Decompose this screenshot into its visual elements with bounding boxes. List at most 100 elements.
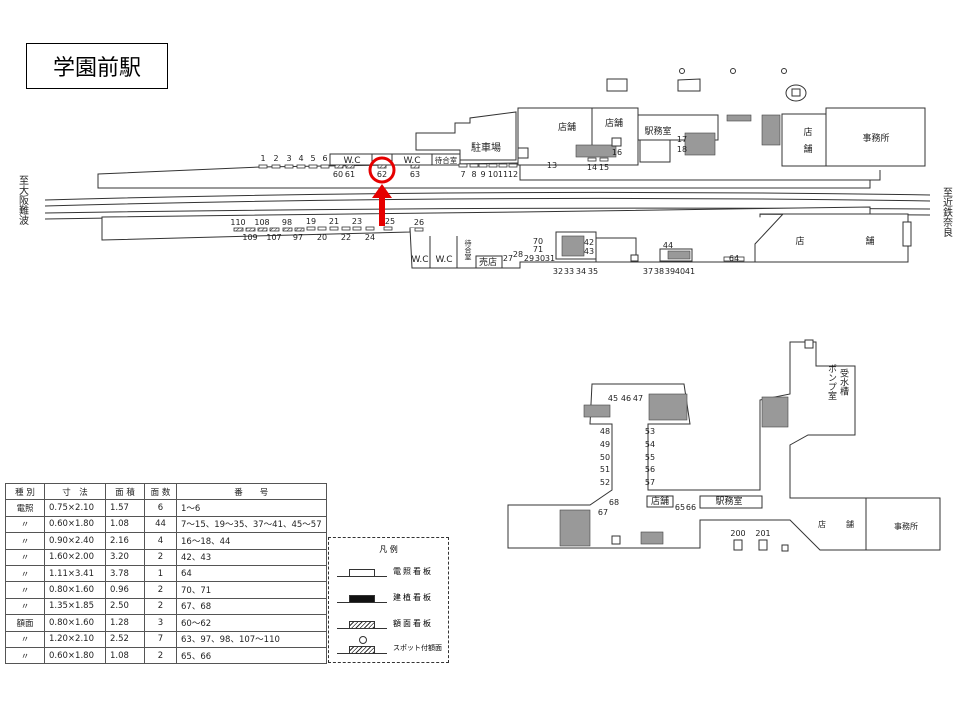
column-header: 面 数 (144, 482, 177, 501)
sign-numbers-concourse: 45 46 47 48 49 50 51 52 53 54 55 56 57 6… (598, 394, 771, 538)
table-cell: 63、97、98、107〜110 (176, 630, 327, 648)
legend: 凡 例 電照看板 建植看板 額面看板 スポット付額面 (328, 537, 449, 663)
spot-framed-sign-icon (337, 636, 387, 655)
column-header: 寸 法 (44, 482, 106, 501)
table-cell: 44 (144, 515, 177, 534)
sign-number: 29 (524, 254, 534, 263)
sign-number: 6 (322, 154, 327, 163)
sign-number: 30 (535, 254, 545, 263)
legend-title: 凡 例 (379, 545, 398, 554)
table-cell: 67、68 (176, 597, 327, 616)
sign-number: 70 (533, 237, 543, 246)
table-cell: 3 (144, 614, 177, 632)
kiosk-label: 売店 (479, 256, 497, 268)
table-cell: 額面 (5, 614, 45, 632)
pump-room-label-b: ポンプ室 (826, 364, 837, 400)
sign-number: 200 (730, 529, 745, 538)
sign-number: 32 (553, 267, 563, 276)
table-cell: 〃 (5, 646, 45, 665)
concourse-map (507, 339, 941, 552)
shop-label-a: 店 (818, 519, 826, 529)
sign-number: 4 (298, 154, 303, 163)
legend-item-illuminated: 電照看板 (337, 564, 447, 578)
table-cell: 〃 (5, 581, 45, 599)
upper-platform (97, 68, 926, 189)
sign-number: 2 (273, 154, 278, 163)
sign-number: 68 (609, 498, 619, 507)
sign-number: 13 (547, 161, 557, 170)
sign-number: 57 (645, 478, 655, 487)
sign-number: 31 (545, 254, 555, 263)
waiting-room-label: 待合室 (464, 239, 472, 261)
sign-number: 1 (260, 154, 265, 163)
sign-number: 12 (508, 170, 518, 179)
sign-number: 65 (675, 503, 685, 512)
sign-number: 45 (608, 394, 618, 403)
table-cell: 〃 (5, 515, 45, 534)
sign-number: 201 (755, 529, 770, 538)
table-cell: 7 (144, 630, 177, 648)
table-cell: 16〜18、44 (176, 532, 327, 550)
sign-number: 9 (480, 170, 485, 179)
sign-number: 37 (643, 267, 653, 276)
office-label: 事務所 (862, 132, 889, 144)
sign-number: 5 (310, 154, 315, 163)
shop-label: 店舗 (558, 121, 576, 133)
column-header: 番 号 (176, 482, 327, 501)
sign-number: 110 (230, 218, 245, 227)
station-office-label: 駅務室 (644, 125, 671, 137)
table-cell: 1.08 (105, 646, 145, 665)
sign-number: 19 (306, 217, 316, 226)
sign-number: 63 (410, 170, 420, 179)
sign-number: 14 (587, 163, 597, 172)
sign-number: 71 (533, 245, 543, 254)
wc-label: W.C (403, 156, 420, 166)
sign-number: 11 (498, 170, 508, 179)
sign-number: 56 (645, 465, 655, 474)
table-cell: 0.90×2.40 (44, 532, 106, 550)
table-cell: 1 (144, 564, 177, 583)
legend-item-framed: 額面看板 (337, 616, 447, 630)
table-cell: 〃 (5, 564, 45, 583)
direction-east: 至近鉄奈良 (941, 187, 953, 238)
table-cell: 0.96 (105, 581, 145, 599)
table-header-row: 種 別寸 法面 積面 数番 号 (5, 482, 327, 501)
direction-west: 至大阪難波 (17, 175, 29, 226)
sign-number: 21 (329, 217, 339, 226)
wc-label: W.C (411, 255, 428, 265)
sign-number: 15 (599, 163, 609, 172)
sign-number: 60 (333, 170, 343, 179)
table-cell: 1.11×3.41 (44, 564, 106, 583)
sign-number: 97 (293, 233, 303, 242)
sign-number: 10 (488, 170, 498, 179)
facility-labels: W.C W.C 待合室 駐車場 店舗 店舗 駅務室 店 舗 事務所 W.C W.… (17, 117, 953, 531)
table-cell: 0.75×2.10 (44, 499, 106, 517)
pump-room-label-a: 受水槽 (838, 367, 849, 396)
table-cell: 4 (144, 532, 177, 550)
sign-number: 18 (677, 145, 687, 154)
sign-number-highlighted: 62 (377, 170, 387, 179)
sign-numbers-lower: 110 108 98 19 21 23 25 26 109 107 97 20 … (230, 217, 739, 276)
column-header: 種 別 (5, 482, 45, 501)
table-cell: 2 (144, 597, 177, 616)
sign-number: 17 (677, 135, 687, 144)
table-cell: 1.57 (105, 499, 145, 517)
waiting-room-label: 待合室 (435, 155, 458, 165)
sign-number: 41 (685, 267, 695, 276)
sign-number: 25 (385, 217, 395, 226)
sign-number: 26 (414, 218, 424, 227)
shop-label-b: 舗 (846, 519, 854, 529)
sign-number: 43 (584, 247, 594, 256)
sign-number: 38 (654, 267, 664, 276)
sign-number: 35 (588, 267, 598, 276)
table-cell: 65、66 (176, 646, 327, 665)
table-cell: 2.50 (105, 597, 145, 616)
sign-number: 16 (612, 148, 622, 157)
highlight-sign-62 (368, 156, 396, 226)
sign-number: 64 (729, 254, 739, 263)
table-cell: 64 (176, 564, 327, 583)
